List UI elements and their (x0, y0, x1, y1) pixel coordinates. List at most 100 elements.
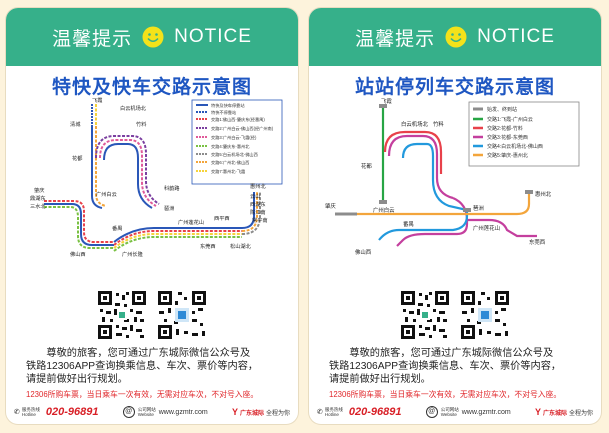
qr-codes (6, 289, 298, 341)
station-label: 竹料 (433, 120, 444, 128)
station-labels: 飞霞 白云机场北 竹料 清城 花都 广州白云 肇庆 鼎湖东 三水北 番禺 佛山西… (30, 97, 268, 258)
brand-logo-icon: Y (534, 407, 541, 417)
hotline: ✆ 服务热线 Hotline 020-96891 (14, 406, 98, 418)
station-label: 佛山西 (70, 250, 86, 258)
ticket-warning: 12306所购车票，当日乘车一次有效，无需对应车次，不对号入座。 (26, 390, 259, 399)
at-icon: @ (122, 406, 135, 418)
qr-codes (309, 289, 601, 341)
station-label: 鼎湖东 (30, 194, 46, 202)
brand-slogan: 全程为你 (265, 410, 290, 417)
notice-line: 铁路12306APP查询换乘信息、车次、票价等内容， (329, 361, 562, 372)
station-label: 番禺 (403, 221, 414, 228)
station-label: 广州白云 (373, 206, 395, 214)
notice-line: 请提前做好出行规划。 (329, 374, 431, 385)
brand: Y 广东城际 全程为你 (535, 407, 593, 417)
banner-cn-text: 温馨提示 (355, 28, 436, 50)
station-label: 东莞西 (529, 238, 546, 246)
brand-logo-icon: Y (231, 407, 238, 417)
station-label: 三水北 (30, 202, 46, 210)
notice-paragraph: 尊敬的旅客，您可通过广东城际微信公众号及 铁路12306APP查询换乘信息、车次… (329, 347, 581, 386)
hotline-number[interactable]: 020-96891 (348, 406, 402, 418)
station-label: 琶洲 (164, 205, 174, 212)
at-icon: @ (425, 406, 438, 418)
website: @ 公司网站 Website www.gzmtr.com (122, 406, 208, 418)
station-label: 白云机场北 (401, 120, 429, 128)
hotline: ✆ 服务热线 Hotline 020-96891 (317, 406, 401, 418)
legend-item: 交路7:惠州北-飞霞 (211, 168, 246, 175)
app-qr-code[interactable] (156, 289, 208, 341)
legend-item: 交路5:肇庆-惠州北 (487, 152, 528, 159)
web-label: 公司网站 Website (137, 407, 156, 417)
legend-item: 交路4:肇庆东-惠州北 (211, 143, 250, 150)
web-label: 公司网站 Website (440, 407, 459, 417)
legend-item: 特快及快车停靠站 (211, 102, 245, 109)
station-label: 飞霞 (381, 98, 392, 105)
station-label: 东莞西 (200, 242, 216, 250)
station-label: 花都 (72, 154, 82, 162)
station-label: 惠州北 (250, 182, 266, 190)
notice-paragraph: 尊敬的旅客，您可通过广东城际微信公众号及 铁路12306APP查询换乘信息、车次… (26, 347, 278, 386)
station-label: 广州白云 (96, 190, 117, 198)
notice-line: 铁路12306APP查询换乘信息、车次、票价等内容， (26, 361, 259, 372)
brand-slogan: 全程为你 (568, 410, 593, 417)
website: @ 公司网站 Website www.gzmtr.com (425, 406, 511, 418)
brand: Y 广东城际 全程为你 (232, 407, 290, 417)
brand-name: 广东城际 (542, 410, 567, 417)
station-label: 云山 (250, 192, 260, 200)
local-route-card: 温馨提示 NOTICE 站站停列车交路示意图 始发、终到站 交路1:飞霞-广州白… (309, 8, 601, 424)
station-label: 惠州北 (535, 190, 552, 198)
station-label: 陈江南 (250, 208, 266, 216)
wechat-qr-code[interactable] (96, 289, 148, 341)
notice-banner: 温馨提示 NOTICE (309, 8, 601, 66)
rail-lines (44, 104, 261, 252)
station-label: 番禺 (112, 225, 122, 232)
station-label: 西平西 (214, 215, 230, 222)
route-map: 特快及快车停靠站 特快不停靠站 交路1:佛山西-肇庆东(经番禺) 交路2:广州白… (14, 96, 290, 262)
smiley-icon (142, 26, 164, 48)
station-label: 佛山西 (355, 248, 372, 256)
map-title: 特快及快车交路示意图 (51, 77, 252, 98)
website-url[interactable]: www.gzmtr.com (461, 408, 511, 416)
station-label: 白云机场北 (120, 104, 147, 112)
notice-line: 尊敬的旅客，您可通过广东城际微信公众号及 (349, 348, 554, 359)
hotline-label: 服务热线 Hotline (21, 407, 40, 417)
map-legend: 特快及快车停靠站 特快不停靠站 交路1:佛山西-肇庆东(经番禺) 交路2:广州白… (191, 99, 283, 185)
station-label: 花都 (361, 162, 372, 170)
app-qr-code[interactable] (459, 289, 511, 341)
map-title: 站站停列车交路示意图 (354, 77, 555, 98)
station-label: 琶洲 (473, 205, 484, 212)
banner-en-text: NOTICE (174, 26, 252, 47)
station-label: 飞霞 (92, 97, 102, 104)
brand-name: 广东城际 (239, 410, 264, 417)
footer: ✆ 服务热线 Hotline 020-96891 @ 公司网站 Website … (317, 406, 593, 418)
express-route-card: 温馨提示 NOTICE 特快及快车交路示意图 特快及快车停靠站 (6, 8, 298, 424)
wechat-qr-code[interactable] (399, 289, 451, 341)
legend-item: 交路3:广州白云-飞霞(经) (211, 134, 257, 141)
legend-item: 交路1:佛山西-肇庆东(经番禺) (211, 116, 265, 123)
legend-item: 交路4:白云机场北-佛山西 (487, 143, 543, 150)
notice-line: 尊敬的旅客，您可通过广东城际微信公众号及 (46, 348, 251, 359)
rail-lines (335, 106, 537, 247)
banner-en-text: NOTICE (477, 26, 555, 47)
hotline-label: 服务热线 Hotline (324, 407, 343, 417)
station-label: 科韵路 (164, 184, 180, 192)
station-label: 肇庆 (34, 186, 44, 194)
station-label: 广州莲花山 (178, 218, 204, 226)
legend-item: 交路3:花都-东莞西 (487, 134, 528, 141)
legend-item: 始发、终到站 (487, 106, 517, 113)
smiley-icon (445, 26, 467, 48)
station-label: 西湖东 (250, 200, 266, 208)
ticket-warning: 12306所购车票，当日乘车一次有效，无需对应车次，不对号入座。 (329, 390, 562, 399)
hotline-number[interactable]: 020-96891 (45, 406, 99, 418)
station-label: 松山湖北 (230, 242, 252, 250)
station-label: 常平南 (252, 216, 268, 224)
route-map: 始发、终到站 交路1:飞霞-广州白云 交路2:花都-竹料 交路3:花都-东莞西 … (317, 96, 593, 262)
station-labels: 飞霞 白云机场北 竹料 花都 广州白云 肇庆 琶洲 佛山西 番禺 广州莲花山 东… (325, 98, 552, 256)
banner-cn-text: 温馨提示 (52, 28, 133, 50)
station-label: 肇庆 (325, 202, 336, 210)
website-url[interactable]: www.gzmtr.com (158, 408, 208, 416)
phone-icon: ✆ (14, 409, 20, 416)
legend-item: 交路2:广州白云-佛山西(经广州南) (211, 125, 274, 132)
notice-line: 请提前做好出行规划。 (26, 374, 128, 385)
map-legend: 始发、终到站 交路1:飞霞-广州白云 交路2:花都-竹料 交路3:花都-东莞西 … (468, 101, 580, 167)
